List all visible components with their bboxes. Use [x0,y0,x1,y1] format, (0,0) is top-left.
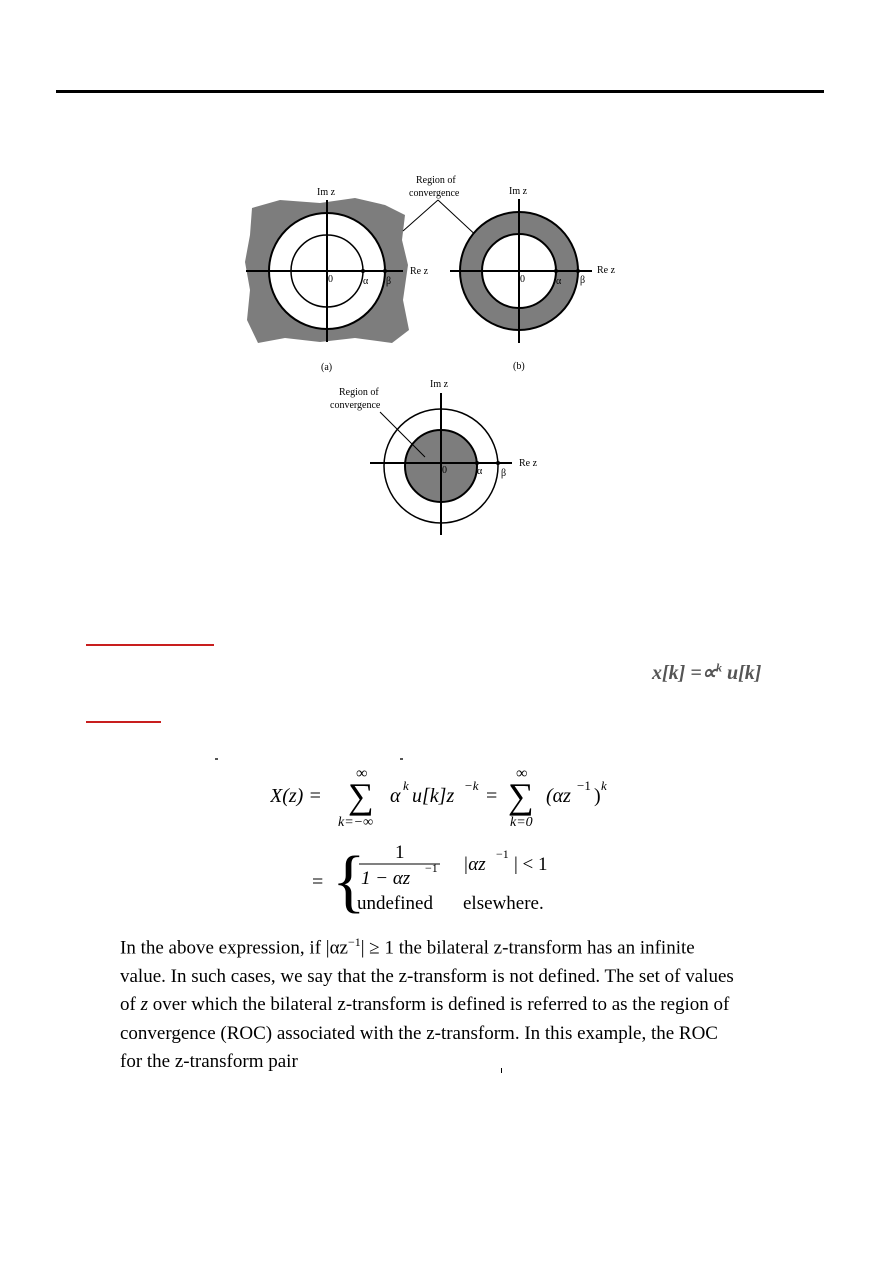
eq-term2-exp: −1 [577,778,591,793]
roc-c-alpha-label: α [477,466,483,477]
signal-exponent: k [716,660,723,675]
roc-b-beta-point [576,269,580,273]
para-line-5: for the z-transform pair [120,1051,298,1073]
example-signal: x[k] =∝k u[k] [652,660,761,685]
eq-case-else-condition: elsewhere. [463,893,544,914]
roc-a-im-label: Im z [317,187,336,198]
roc-c-im-label: Im z [430,379,449,390]
roc-b-origin-label: 0 [520,274,525,285]
roc-a-re-label: Re z [410,266,429,277]
example-heading-rule [86,644,214,646]
eq-sum1-top: ∞ [356,765,367,782]
roc-a-beta-point [383,269,387,273]
roc-c-leader [379,411,426,458]
eq-case-brace: { [332,843,366,920]
eq-lhs: X(z) = [270,785,322,807]
roc-c-label-line2: convergence [330,400,381,411]
roc-a-caption: (a) [321,362,332,373]
roc-c-label-line1: Region of [339,387,379,398]
roc-b-caption: (b) [513,361,525,372]
eq-case-else-value: undefined [357,893,433,914]
eq-term1-alpha-exp: k [403,778,409,793]
eq-equals-1: = [486,785,497,807]
eq-case-condition-rest: | < 1 [514,854,548,875]
roc-a-beta-label: β [386,276,391,287]
eq-equals-2: = [312,871,323,893]
scan-artifact [501,1068,502,1073]
eq-case-denominator: 1 − αz [361,868,411,889]
roc-b-re-label: Re z [597,265,616,276]
roc-b-im-label: Im z [509,186,528,197]
roc-a-alpha-point [361,269,365,273]
roc-top-label-line1: Region of [416,175,456,186]
roc-c-alpha-point [475,461,479,465]
signal-head: x[k] =∝ [652,662,717,684]
roc-b-beta-label: β [580,275,585,286]
eq-sum2-sigma: ∑ [508,776,534,816]
eq-term2-outer-exp: k [601,778,607,793]
roc-b-alpha-point [554,269,558,273]
z-transform-equation: X(z) = ∞ ∑ k=−∞ α k u[k]z −k = ∞ ∑ k=0 (… [270,765,607,920]
eq-case-condition: |αz [463,854,486,875]
eq-case-denominator-exp: −1 [425,861,438,875]
eq-sum1-bottom: k=−∞ [338,815,373,830]
para-line-4: convergence (ROC) associated with the z-… [120,1022,718,1044]
roc-figure: Im z Re z 0 α β (a) Region of convergenc… [245,175,616,535]
eq-sum2-top: ∞ [516,765,527,782]
eq-term2-close: ) [594,785,601,807]
roc-c-re-label: Re z [519,458,538,469]
roc-c-beta-point [496,461,500,465]
roc-a-alpha-label: α [363,276,369,287]
para-line-3: of z over which the bilateral z-transfor… [120,994,730,1016]
eq-case-condition-exp: −1 [496,847,509,861]
roc-a-origin-label: 0 [328,274,333,285]
roc-b-alpha-label: α [556,276,562,287]
para-line-2: value. In such cases, we say that the z-… [120,965,734,987]
roc-explanation-paragraph: In the above expression, if |αz−1| ≥ 1 t… [120,928,792,1077]
eq-term1-rest-exp: −k [464,778,479,793]
para-line-1: In the above expression, if |αz−1| ≥ 1 t… [120,935,695,959]
roc-c-origin-label: 0 [442,465,447,476]
scan-artifact [400,758,403,760]
eq-term1-rest: u[k]z [412,785,454,807]
eq-term1-alpha: α [390,785,401,807]
scan-artifact [215,758,218,760]
roc-diagram-b: Im z Re z 0 α β (b) [450,186,616,372]
roc-diagram-c: Im z Re z 0 α β Region of convergence [330,379,538,535]
signal-tail: u[k] [722,662,762,684]
solution-heading-rule [86,721,161,723]
roc-top-leader-left [402,199,439,232]
roc-top-label-line2: convergence [409,188,460,199]
roc-diagram-a: Im z Re z 0 α β (a) [245,187,429,373]
top-rule [56,90,824,93]
eq-term2: (αz [546,785,571,807]
eq-sum2-bottom: k=0 [510,815,533,830]
eq-sum1-sigma: ∑ [348,776,374,816]
roc-c-beta-label: β [501,468,506,479]
eq-case-numerator: 1 [395,842,405,863]
